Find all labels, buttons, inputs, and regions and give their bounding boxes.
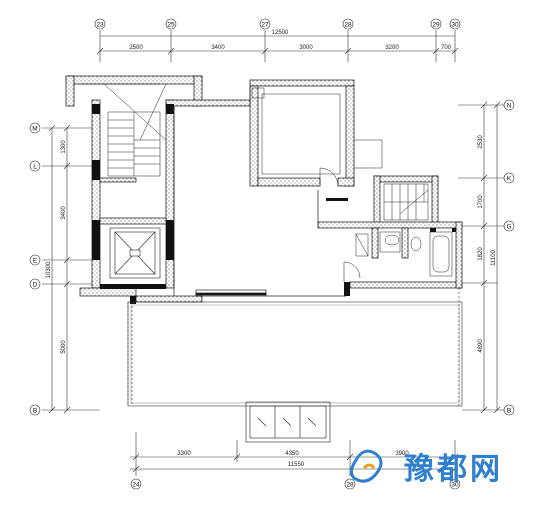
grid-label-bottom-24: 24 (132, 482, 140, 489)
right-grid-bubbles (503, 99, 515, 416)
dim-bottom-seg-2: 4350 (285, 451, 299, 457)
grid-label-left-E: E (33, 258, 38, 265)
core-walls (65, 75, 251, 303)
dim-right-seg-2: 1700 (478, 195, 484, 209)
upper-room-details (251, 87, 383, 187)
grid-label-left-B: B (33, 408, 37, 415)
grid-label-left-D: D (33, 282, 38, 289)
bay-window (245, 401, 331, 443)
top-grid-bubbles (94, 18, 461, 30)
grid-label-top-29: 29 (432, 22, 440, 29)
watermark-logo: 豫都网 (349, 449, 503, 487)
upper-room-walls (249, 79, 355, 187)
dim-right-seg-3: 1820 (478, 247, 484, 261)
grid-label-top-30: 30 (451, 22, 459, 29)
right-staircase (383, 183, 429, 221)
grid-label-top-23: 23 (96, 22, 104, 29)
dim-bottom-total: 11550 (288, 462, 305, 468)
top-dimension-lines (96, 30, 459, 62)
grid-label-right-N: N (507, 103, 512, 110)
grid-label-top-28: 28 (344, 22, 352, 29)
grid-label-left-M: M (32, 126, 37, 133)
grid-label-right-G: G (506, 224, 511, 231)
watermark-text: 豫都网 (404, 452, 503, 487)
grid-label-right-K: K (507, 176, 512, 183)
dim-top-seg-5: 700 (441, 45, 452, 51)
dim-top-seg-4: 3200 (385, 45, 399, 51)
grid-label-top-27: 27 (261, 22, 269, 29)
dim-right-seg-4: 4890 (478, 339, 484, 353)
dim-bottom-seg-1: 3300 (177, 451, 191, 457)
staircase-upper (80, 83, 167, 177)
dim-top-total: 12500 (272, 30, 289, 36)
dim-right-seg-1: 2530 (478, 135, 484, 149)
grid-label-right-B: B (507, 408, 511, 415)
dim-right-total: 11100 (491, 249, 497, 265)
bottom-dimension-lines (130, 432, 459, 476)
grid-label-bottom-30: 30 (451, 482, 459, 489)
dim-top-seg-2: 3400 (211, 45, 225, 51)
terrace (127, 288, 463, 407)
right-core-walls (317, 175, 463, 289)
dim-top-seg-3: 3000 (299, 45, 313, 51)
left-grid-bubbles (29, 122, 41, 416)
grid-label-top-25: 25 (167, 22, 175, 29)
right-dimension-lines (458, 101, 508, 414)
dim-left-total: 10300 (46, 261, 52, 278)
dim-left-seg-2: 3400 (61, 206, 67, 220)
dim-bottom-seg-3: 3900 (395, 451, 409, 457)
grid-label-bottom-28: 28 (346, 482, 354, 489)
bottom-grid-bubbles (130, 478, 461, 490)
main-space-outline (173, 86, 346, 297)
left-dimension-lines (42, 124, 100, 414)
dim-left-seg-3: 5000 (61, 340, 67, 354)
grid-label-left-L: L (33, 164, 37, 171)
bathroom-fixtures (343, 231, 453, 282)
dim-top-seg-1: 2500 (129, 45, 143, 51)
elevator-shaft (109, 227, 161, 279)
dim-left-seg-1: 1300 (61, 140, 67, 154)
